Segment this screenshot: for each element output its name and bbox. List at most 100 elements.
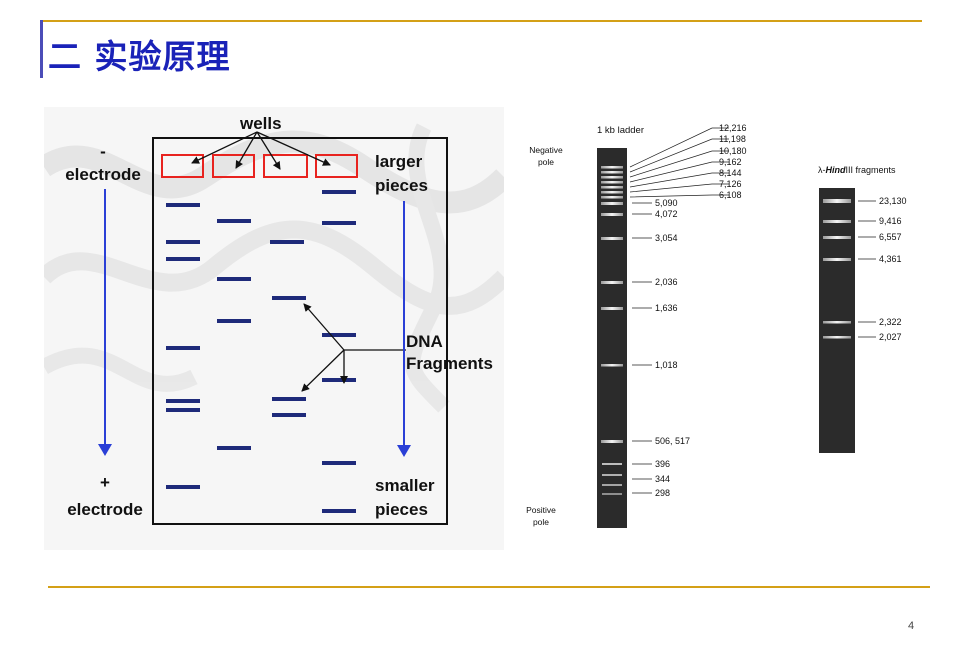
band	[166, 203, 200, 207]
straight-size-labels: 5,090 4,072 3,054 2,036 1,636 1,018 506,…	[655, 198, 690, 498]
band	[322, 509, 356, 513]
band	[601, 307, 623, 310]
band	[823, 258, 851, 261]
smaller-label: smaller	[375, 476, 435, 495]
size-label: 9,416	[879, 216, 902, 226]
size-label: 2,036	[655, 277, 678, 287]
negative-pole-label: Negative	[529, 145, 563, 155]
size-label: 10,180	[719, 146, 747, 156]
size-label: 4,072	[655, 209, 678, 219]
band	[602, 493, 622, 495]
band	[272, 296, 306, 300]
well-2	[212, 154, 255, 178]
well-4	[315, 154, 358, 178]
size-label: 11,198	[719, 134, 746, 144]
band	[601, 364, 623, 367]
band	[601, 237, 623, 240]
hind-size-labels: 23,130 9,416 6,557 4,361 2,322 2,027	[879, 196, 907, 342]
band	[602, 463, 622, 465]
band	[601, 166, 623, 169]
band	[601, 202, 623, 205]
negative-electrode-label: electrode	[65, 165, 141, 184]
fanned-leader-lines	[629, 127, 729, 198]
band	[602, 474, 622, 476]
band	[217, 219, 251, 223]
gel-photo-figure: 1 kb ladder Negative pole Positive pole	[526, 123, 907, 528]
negative-sign: -	[100, 142, 106, 161]
well-3	[263, 154, 308, 178]
hind-bands	[823, 199, 851, 339]
band	[217, 446, 251, 450]
fragments-label: Fragments	[406, 354, 493, 373]
size-label: 8,144	[719, 168, 742, 178]
band	[823, 236, 851, 239]
band	[166, 240, 200, 244]
band	[602, 484, 622, 486]
size-label: 396	[655, 459, 670, 469]
dna-label: DNA	[406, 332, 443, 351]
band	[322, 333, 356, 337]
size-label: 1,636	[655, 303, 678, 313]
band	[217, 277, 251, 281]
ladder-bands	[601, 166, 623, 495]
band	[601, 440, 623, 443]
band	[166, 485, 200, 489]
page-number: 4	[908, 620, 915, 632]
negative-pole-label-2: pole	[538, 157, 554, 167]
band	[272, 397, 306, 401]
hind-title: λ-HindIII fragments	[818, 165, 896, 175]
band	[166, 346, 200, 350]
band	[272, 413, 306, 417]
ladder-title: 1 kb ladder	[597, 125, 644, 136]
band	[322, 190, 356, 194]
band	[601, 191, 623, 194]
band	[601, 186, 623, 189]
size-label: 506, 517	[655, 436, 690, 446]
wells-pointer-arrows	[191, 131, 331, 170]
band	[823, 220, 851, 223]
positive-electrode-label: electrode	[67, 500, 143, 519]
bottom-rule	[48, 586, 930, 588]
size-label: 1,018	[655, 360, 678, 370]
band	[322, 461, 356, 465]
positive-pole-label-2: pole	[533, 517, 549, 527]
band	[217, 319, 251, 323]
size-label: 4,361	[879, 254, 902, 264]
band	[166, 408, 200, 412]
fanned-size-labels: 12,216 11,198 10,180 9,162 8,144 7,126 6…	[719, 123, 747, 200]
straight-leader-lines	[632, 202, 652, 494]
size-label: 2,322	[879, 317, 902, 327]
top-rule	[40, 20, 922, 22]
band	[601, 181, 623, 184]
fragment-callout-arrows	[301, 303, 406, 392]
larger-pieces-label: pieces	[375, 176, 428, 195]
band	[823, 321, 851, 324]
size-label: 5,090	[655, 198, 678, 208]
band	[270, 240, 304, 244]
size-label: 2,027	[879, 332, 902, 342]
hind-lane	[819, 188, 855, 453]
hind-leader-lines	[858, 200, 876, 338]
band	[322, 378, 356, 382]
larger-label: larger	[375, 152, 423, 171]
band	[601, 196, 623, 199]
band	[166, 399, 200, 403]
size-label: 298	[655, 488, 670, 498]
wells-label: wells	[239, 114, 282, 133]
smaller-pieces-label: pieces	[375, 500, 428, 519]
size-label: 12,216	[719, 123, 747, 133]
electrophoresis-diagram: wells	[44, 107, 504, 550]
size-label: 6,108	[719, 190, 742, 200]
positive-pole-label: Positive	[526, 505, 556, 515]
slide-heading: 二 实验原理	[48, 37, 231, 76]
size-label: 344	[655, 474, 670, 484]
size-label: 23,130	[879, 196, 907, 206]
size-label: 6,557	[879, 232, 902, 242]
size-label: 3,054	[655, 233, 678, 243]
positive-sign: +	[100, 473, 110, 492]
heading-accent-bar	[40, 20, 43, 78]
band	[166, 257, 200, 261]
band	[823, 336, 851, 339]
band	[823, 199, 851, 203]
